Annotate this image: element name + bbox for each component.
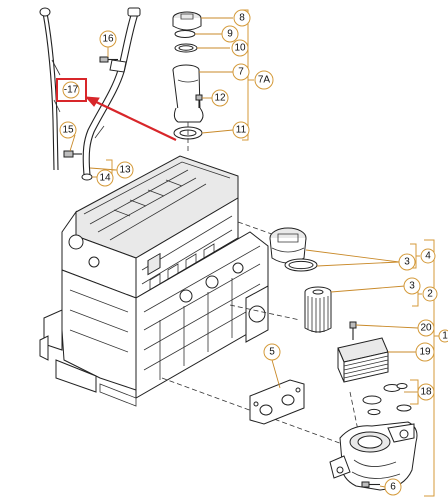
o-ring-10	[174, 43, 198, 53]
callout-3-lower[interactable]: 3	[403, 277, 421, 295]
callout-2[interactable]: 2	[422, 286, 438, 302]
engine-block	[39, 155, 269, 407]
callout-8[interactable]: 8	[233, 9, 251, 27]
callout-12-label: 12	[214, 93, 226, 104]
callout-16[interactable]: 16	[99, 30, 117, 48]
oil-filter-cap	[269, 227, 307, 264]
callout-15[interactable]: 15	[59, 121, 77, 139]
seals-18	[362, 383, 412, 416]
callout-10-label: 10	[234, 43, 246, 54]
callout-6[interactable]: 6	[384, 478, 402, 496]
callout-7-label: 7	[238, 67, 244, 78]
callout-14-label: 14	[99, 173, 111, 184]
dipstick-guide-tube	[82, 7, 141, 176]
callout-13[interactable]: 13	[116, 161, 134, 179]
callout-16-label: 16	[102, 34, 114, 45]
callout-18[interactable]: 18	[417, 383, 435, 401]
callout-9[interactable]: 9	[221, 25, 239, 43]
callout-2-label: 2	[427, 289, 433, 300]
highlight-arrow	[84, 96, 177, 141]
callout-1[interactable]: 1	[438, 329, 448, 343]
callout-18-label: 18	[420, 387, 432, 398]
callout-4[interactable]: 4	[420, 248, 436, 264]
callout-7a[interactable]: 7A	[254, 70, 274, 90]
callout-11[interactable]: 11	[232, 121, 250, 139]
callout-6-label: 6	[390, 482, 396, 493]
screw-20	[349, 321, 357, 340]
oil-cooler-19	[337, 337, 389, 383]
dipstick	[39, 7, 61, 171]
o-ring-14	[81, 173, 93, 181]
callout-8-label: 8	[239, 13, 245, 24]
callout-19[interactable]: 19	[415, 342, 435, 362]
bolt-12-neck	[195, 94, 203, 108]
callout-10[interactable]: 10	[231, 39, 249, 57]
callout-20[interactable]: 20	[417, 319, 435, 337]
callout-4-label: 4	[425, 251, 431, 262]
callout-9-label: 9	[227, 29, 233, 40]
filler-neck	[172, 64, 204, 123]
gasket-5	[249, 379, 305, 425]
bolt-15	[63, 150, 82, 158]
callout-17-label: -17	[64, 85, 79, 96]
callout-12[interactable]: 12	[211, 89, 229, 107]
callout-3-upper[interactable]: 3	[398, 253, 416, 271]
callout-7a-label: 7A	[258, 75, 271, 86]
seal-9	[174, 30, 196, 38]
leader-lines	[69, 17, 419, 488]
callout-3-lower-label: 3	[409, 281, 415, 292]
callout-17[interactable]: -17	[62, 81, 80, 99]
callout-5-label: 5	[269, 347, 275, 358]
callout-20-label: 20	[420, 323, 432, 334]
oil-filter-housing	[329, 421, 418, 491]
filter-element	[304, 286, 332, 333]
callout-5[interactable]: 5	[263, 343, 281, 361]
callout-7[interactable]: 7	[232, 63, 250, 81]
callout-11-label: 11	[236, 125, 247, 136]
callout-15-label: 15	[62, 125, 74, 136]
bolt-6	[361, 481, 380, 488]
callout-19-label: 19	[419, 347, 431, 358]
bolt-16	[99, 56, 118, 63]
callout-1-label: 1	[442, 331, 448, 342]
oil-filler-cap	[172, 11, 202, 31]
callout-14[interactable]: 14	[96, 169, 114, 187]
o-ring-3	[284, 258, 318, 272]
callout-3-upper-label: 3	[404, 257, 410, 268]
highlight-box	[56, 78, 87, 102]
callout-13-label: 13	[119, 165, 131, 176]
bracket-1	[424, 239, 440, 497]
